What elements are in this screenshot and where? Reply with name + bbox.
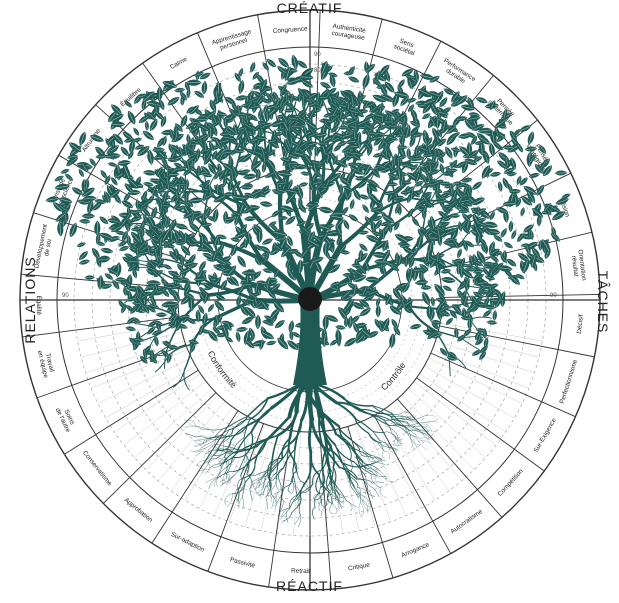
segment-label: Retrait xyxy=(291,567,310,575)
center-knot xyxy=(298,287,322,311)
axis-label-tasks: TÂCHES xyxy=(595,271,611,334)
axis-label-reactive: RÉACTIF xyxy=(0,578,619,594)
scale-mark-right-90: 90 xyxy=(550,293,557,299)
axis-label-creative: CRÉATIF xyxy=(0,0,619,16)
scale-mark-left-90: 90 xyxy=(62,293,69,299)
scale-mark-top-80: 80 xyxy=(314,68,321,74)
axis-label-relations: RELATIONS xyxy=(22,256,38,343)
scale-mark-top-90: 90 xyxy=(314,52,321,58)
